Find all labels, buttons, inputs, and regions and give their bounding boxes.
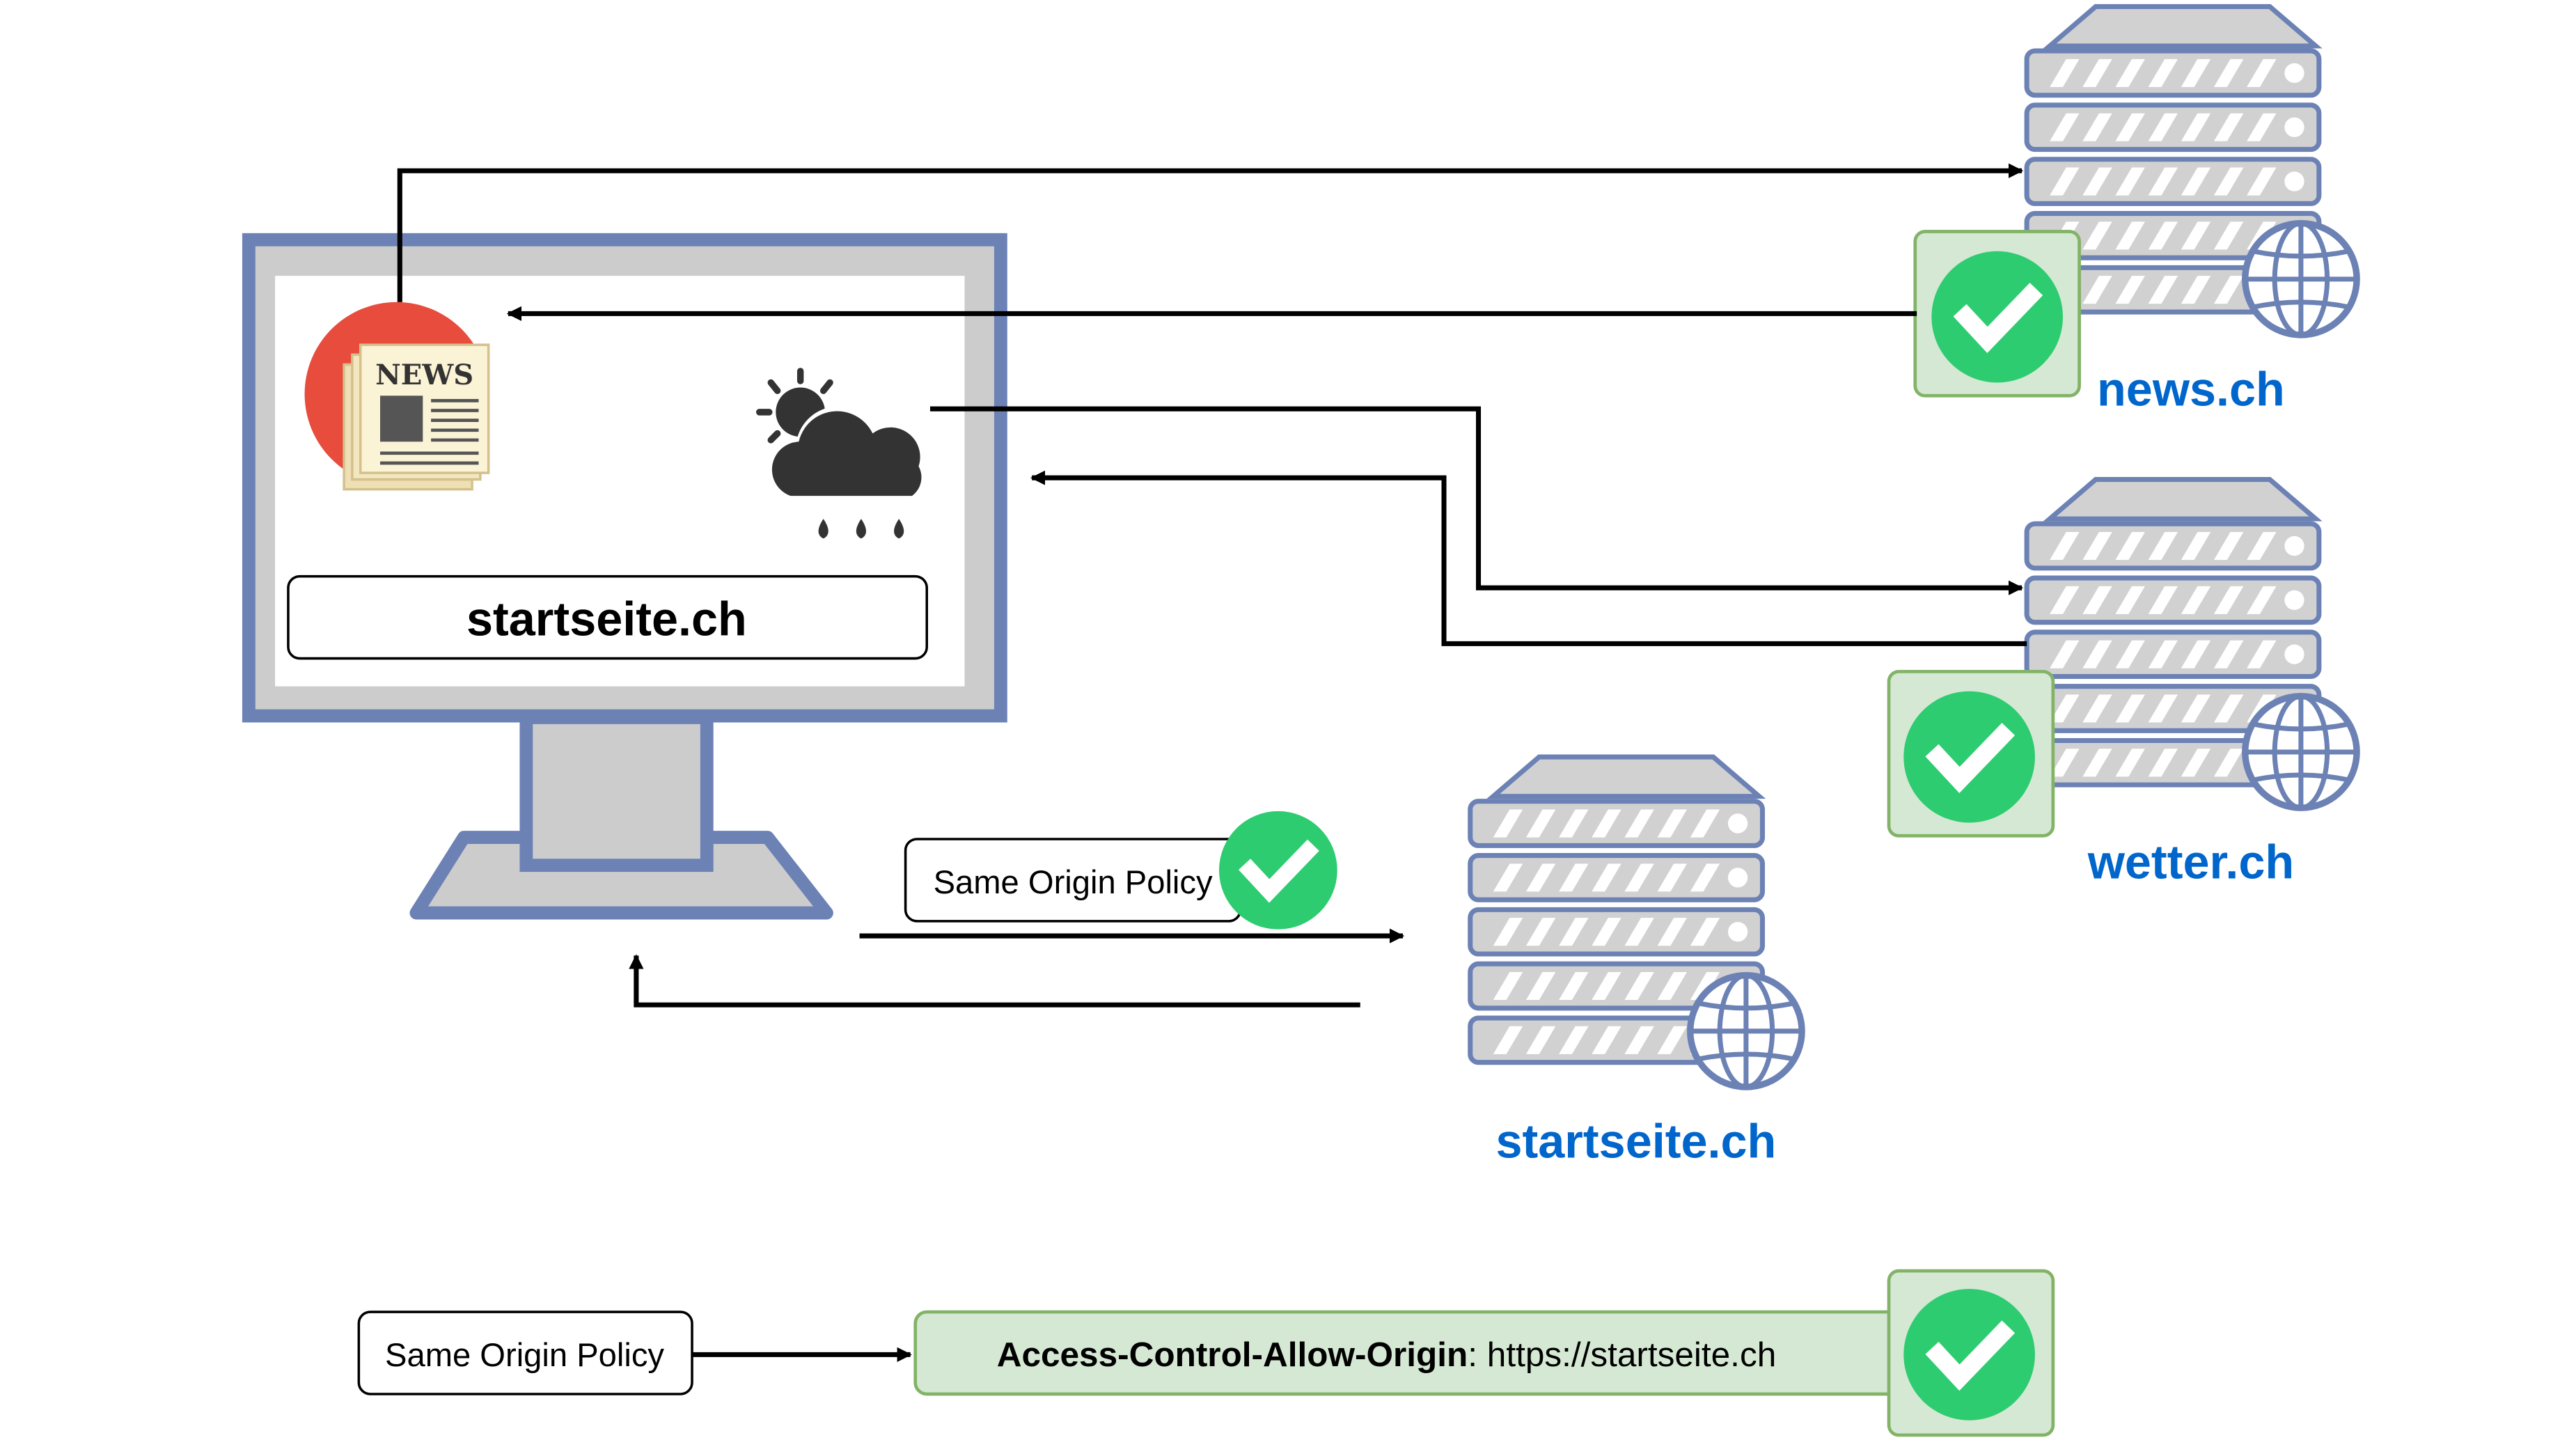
globe-icon (2245, 224, 2357, 335)
same-origin-policy-bottom-label: Same Origin Policy (385, 1336, 664, 1373)
server-wetter: wetter.ch (1887, 477, 2357, 889)
arrow-response-startseite (629, 954, 1360, 1008)
server-icon (2027, 477, 2323, 785)
newspaper-icon: NEWS (304, 302, 490, 491)
arrow-request-news (397, 163, 2024, 302)
check-icon (1903, 691, 2035, 829)
server-icon (1470, 754, 1766, 1063)
address-bar[interactable]: startseite.ch (287, 574, 928, 660)
cors-header-box: Access-Control-Allow-Origin: https://sta… (913, 1310, 1968, 1396)
arrow-request-wetter (929, 406, 2024, 595)
check-icon (1903, 1289, 2035, 1427)
arrow-response-wetter (1030, 470, 2027, 646)
same-origin-policy-box: Same Origin Policy (357, 1310, 693, 1395)
cors-header-name: Access-Control-Allow-Origin (997, 1336, 1468, 1374)
svg-text:Access-Control-Allow-Origin: h: Access-Control-Allow-Origin: https://sta… (997, 1336, 1777, 1374)
globe-icon (2245, 696, 2357, 808)
cors-header-separator: : (1468, 1336, 1487, 1374)
server-label-startseite: startseite.ch (1495, 1115, 1776, 1168)
server-news: news.ch (1913, 3, 2357, 416)
address-bar-url: startseite.ch (466, 593, 747, 646)
globe-icon (1690, 976, 1802, 1087)
news-badge-text: NEWS (375, 359, 473, 391)
server-startseite: startseite.ch (1470, 754, 1802, 1168)
check-icon (1219, 811, 1337, 935)
weather-icon (755, 368, 929, 539)
cors-header-value: https://startseite.ch (1487, 1336, 1776, 1374)
same-origin-policy-label: Same Origin Policy (934, 863, 1213, 900)
check-icon (1931, 251, 2063, 389)
server-label-news: news.ch (2097, 363, 2285, 416)
same-origin-policy-badge: Same Origin Policy (904, 811, 1337, 935)
server-icon (2027, 3, 2323, 312)
server-label-wetter: wetter.ch (2087, 836, 2294, 889)
